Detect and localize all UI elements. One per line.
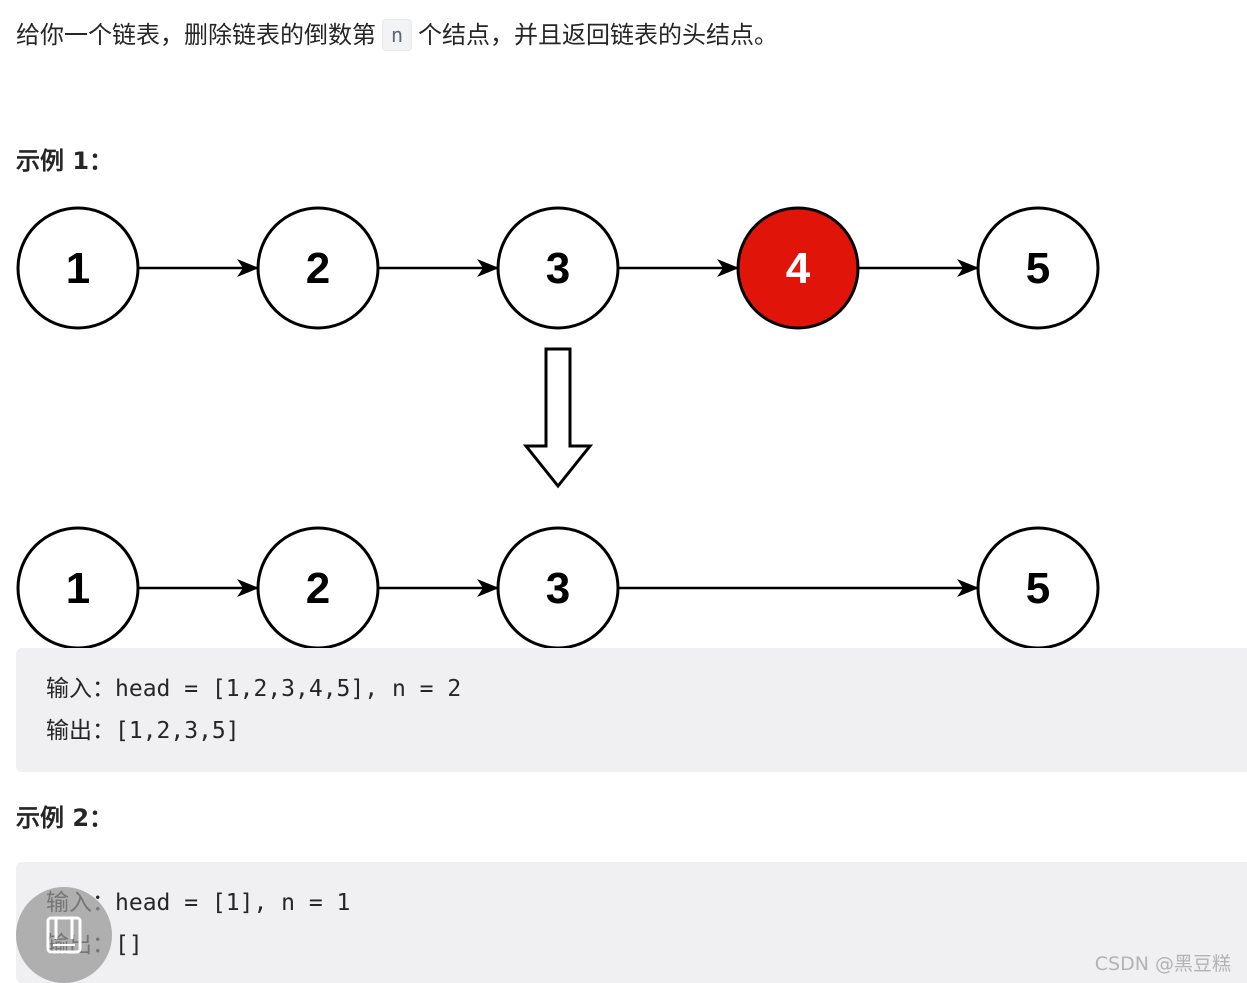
bottom-node-5-label: 5 — [1026, 564, 1050, 613]
top-node-2: 2 — [256, 206, 380, 330]
bottom-node-1: 1 — [16, 526, 140, 650]
top-node-4-removed: 4 — [736, 206, 860, 330]
bottom-node-2: 2 — [256, 526, 380, 650]
top-node-3: 3 — [496, 206, 620, 330]
notebook-icon — [46, 916, 82, 954]
top-node-2-label: 2 — [306, 244, 330, 293]
description-text-before: 给你一个链表，删除链表的倒数第 — [16, 21, 376, 49]
bottom-node-3: 3 — [496, 526, 620, 650]
top-node-3-label: 3 — [546, 244, 570, 293]
csdn-watermark: CSDN @黑豆糕 — [1094, 953, 1231, 975]
example-2-title: 示例 2： — [16, 804, 114, 832]
top-node-5: 5 — [976, 206, 1100, 330]
bottom-node-2-label: 2 — [306, 564, 330, 613]
top-node-5-label: 5 — [1026, 244, 1050, 293]
example-1-title: 示例 1： — [16, 147, 114, 175]
description-text-after: 个结点，并且返回链表的头结点。 — [418, 21, 779, 49]
bottom-node-1-label: 1 — [66, 564, 90, 613]
example-1-code-block: 输入：head = [1,2,3,4,5], n = 2 输出：[1,2,3,5… — [16, 648, 1247, 772]
bottom-node-5: 5 — [976, 526, 1100, 650]
example-2-output: 输出：[] — [46, 924, 1247, 966]
top-node-4-label: 4 — [786, 244, 811, 293]
linked-list-diagram: 1 2 3 4 5 1 2 3 5 — [16, 206, 1100, 650]
example-2-input: 输入：head = [1], n = 1 — [46, 890, 351, 916]
top-node-1-label: 1 — [66, 244, 90, 293]
example-2-code-block: 输入：head = [1], n = 1 输出：[] — [16, 862, 1247, 983]
bottom-node-3-label: 3 — [546, 564, 570, 613]
example-1-input: 输入：head = [1,2,3,4,5], n = 2 — [46, 676, 462, 702]
transform-down-arrow — [522, 347, 594, 489]
top-node-1: 1 — [16, 206, 140, 330]
inline-code-n: n — [382, 19, 413, 51]
example-1-output: 输出：[1,2,3,5] — [46, 718, 240, 744]
floating-action-button[interactable] — [16, 887, 112, 983]
